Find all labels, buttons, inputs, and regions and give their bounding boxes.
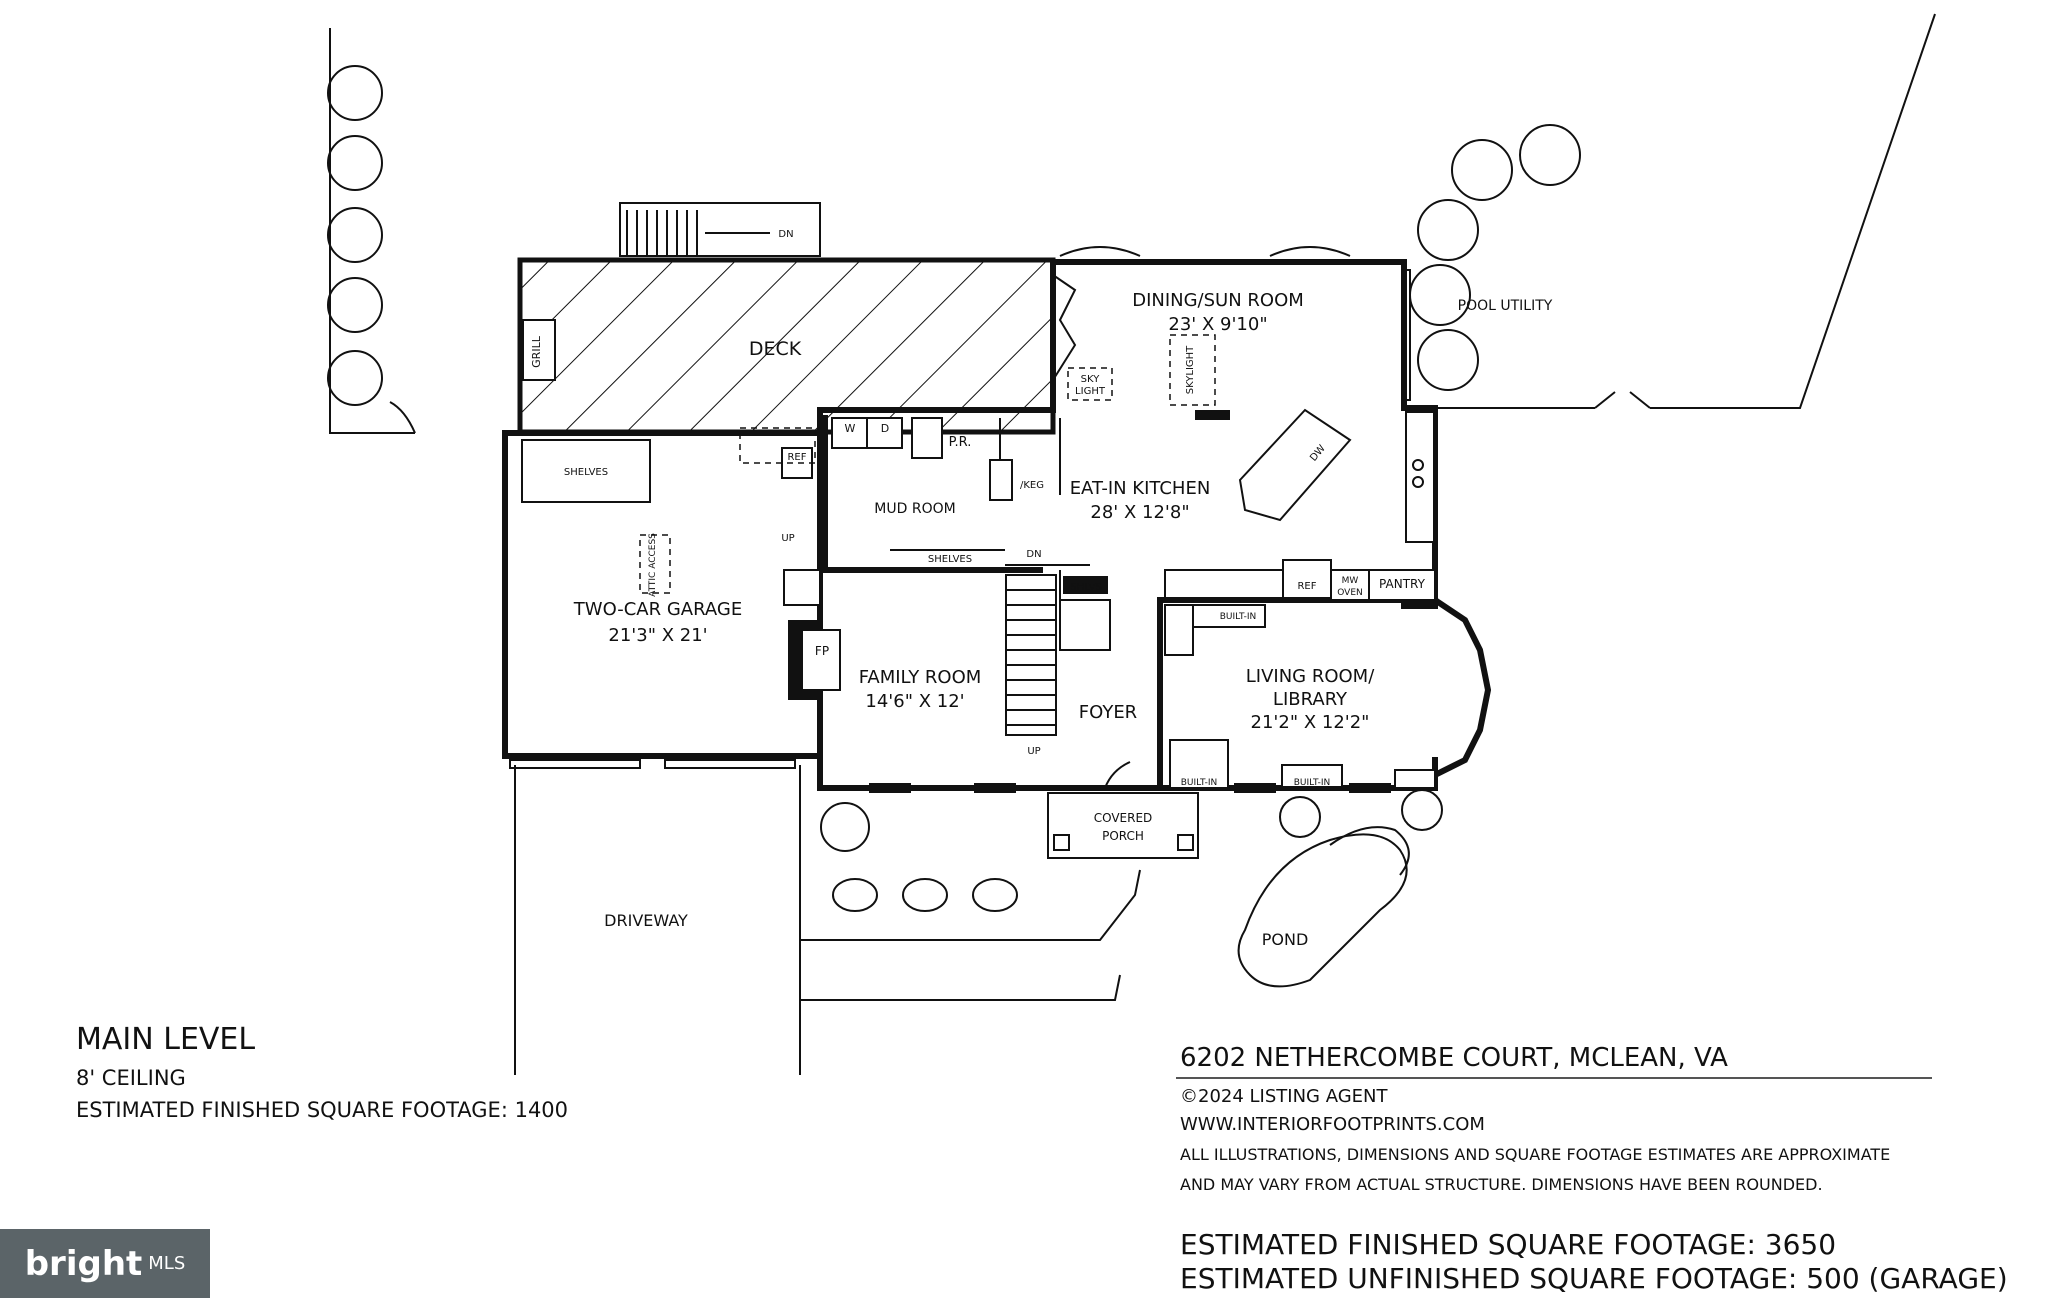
ref-garage-bottom — [783, 569, 821, 606]
label-built-in-right: BUILT-IN — [1294, 778, 1331, 788]
label-pantry: PANTRY — [1379, 577, 1426, 591]
toilet — [911, 417, 943, 459]
level-sqft: ESTIMATED FINISHED SQUARE FOOTAGE: 1400 — [76, 1098, 569, 1122]
label-mud-room: MUD ROOM — [874, 501, 955, 517]
label-ref-kitchen: REF — [1297, 581, 1316, 592]
label-mw: MW — [1342, 576, 1359, 586]
disclaimer-1: ALL ILLUSTRATIONS, DIMENSIONS AND SQUARE… — [1180, 1145, 1891, 1164]
trees — [327, 65, 1581, 852]
logo-mls: MLS — [148, 1253, 186, 1274]
label-pool-utility: POOL UTILITY — [1458, 298, 1553, 314]
label-grill: GRILL — [530, 335, 543, 368]
label-living: LIVING ROOM/ — [1246, 666, 1375, 687]
unfinished-sqft: ESTIMATED UNFINISHED SQUARE FOOTAGE: 500… — [1180, 1262, 2008, 1295]
keg-cabinet — [989, 459, 1013, 501]
skylight-kitchen — [1067, 367, 1113, 401]
label-light: LIGHT — [1075, 386, 1106, 397]
website: WWW.INTERIORFOOTPRINTS.COM — [1180, 1114, 1485, 1135]
label-kitchen-dim: 28' X 12'8" — [1090, 502, 1189, 523]
garage-door-right — [664, 759, 796, 769]
label-dining: DINING/SUN ROOM — [1132, 290, 1304, 311]
attic-access — [639, 534, 671, 594]
stepping-stone — [832, 878, 878, 912]
pond — [1237, 833, 1408, 988]
garage-shelves — [521, 439, 651, 503]
label-kitchen: EAT-IN KITCHEN — [1070, 478, 1211, 499]
label-family-dim: 14'6" X 12' — [865, 691, 964, 712]
disclaimer-2: AND MAY VARY FROM ACTUAL STRUCTURE. DIME… — [1180, 1175, 1823, 1194]
label-pond: POND — [1262, 930, 1309, 949]
label-garage: TWO-CAR GARAGE — [573, 599, 742, 620]
label-dryer: D — [881, 422, 889, 435]
label-shelves-hall: SHELVES — [928, 554, 972, 565]
label-foyer: FOYER — [1079, 702, 1137, 723]
covered-porch — [1047, 761, 1199, 859]
label-up-garage: UP — [781, 533, 794, 544]
room-labels: DECK GRILL DN DINING/SUN ROOM 23' X 9'10… — [530, 229, 1553, 949]
stepping-stone — [902, 878, 948, 912]
label-ref-garage-top: REF — [787, 452, 806, 463]
address: 6202 NETHERCOMBE COURT, MCLEAN, VA — [1180, 1043, 1728, 1073]
window-dining-left — [1059, 246, 1141, 257]
finished-sqft: ESTIMATED FINISHED SQUARE FOOTAGE: 3650 — [1180, 1228, 1837, 1261]
logo-brand: bright — [24, 1243, 143, 1284]
label-fp: FP — [815, 644, 829, 658]
label-washer: W — [845, 422, 856, 435]
label-family: FAMILY ROOM — [859, 667, 982, 688]
label-dn-stair: DN — [1026, 549, 1041, 560]
deck — [517, 257, 1056, 435]
label-built-in-top: BUILT-IN — [1220, 612, 1257, 622]
label-garage-dim: 21'3" X 21' — [608, 625, 707, 646]
label-oven: OVEN — [1337, 588, 1363, 598]
level-title: MAIN LEVEL — [76, 1022, 256, 1057]
label-porch1: COVERED — [1094, 811, 1153, 825]
window-dining-right — [1269, 246, 1351, 257]
label-library: LIBRARY — [1273, 689, 1348, 710]
label-skylight: SKYLIGHT — [1185, 345, 1196, 394]
label-living-dim: 21'2" X 12'2" — [1251, 712, 1370, 733]
kitchen-island — [1238, 408, 1352, 522]
grill — [522, 319, 556, 381]
stepping-stone — [972, 878, 1018, 912]
label-driveway: DRIVEWAY — [604, 911, 688, 930]
level-ceiling: 8' CEILING — [76, 1066, 186, 1090]
label-sky: SKY — [1081, 374, 1101, 385]
label-shelves-garage: SHELVES — [564, 467, 608, 478]
main-stairs — [1005, 574, 1111, 736]
bay-window — [1430, 595, 1492, 780]
garage-door-left — [509, 759, 641, 769]
label-built-in-left: BUILT-IN — [1181, 778, 1218, 788]
label-keg: /KEG — [1020, 480, 1044, 491]
copyright: ©2024 LISTING AGENT — [1180, 1086, 1388, 1107]
label-dining-dim: 23' X 9'10" — [1168, 314, 1267, 335]
label-shlvs: SHLVS — [1070, 582, 1102, 593]
deck-stairs — [619, 202, 821, 257]
kitchen-counters — [1164, 411, 1436, 789]
mls-logo: bright MLS — [0, 1229, 210, 1298]
label-powder-room: P.R. — [949, 435, 972, 450]
label-up-stair: UP — [1027, 746, 1040, 757]
label-attic: ATTIC ACCESS — [648, 533, 658, 597]
skylight-dining — [1169, 334, 1216, 406]
label-deck: DECK — [749, 338, 802, 360]
label-porch2: PORCH — [1102, 829, 1144, 843]
label-dn-deck: DN — [778, 229, 793, 240]
ref-outline — [739, 427, 816, 464]
property-boundary — [329, 13, 1936, 1075]
address-rule — [1176, 1077, 1932, 1079]
